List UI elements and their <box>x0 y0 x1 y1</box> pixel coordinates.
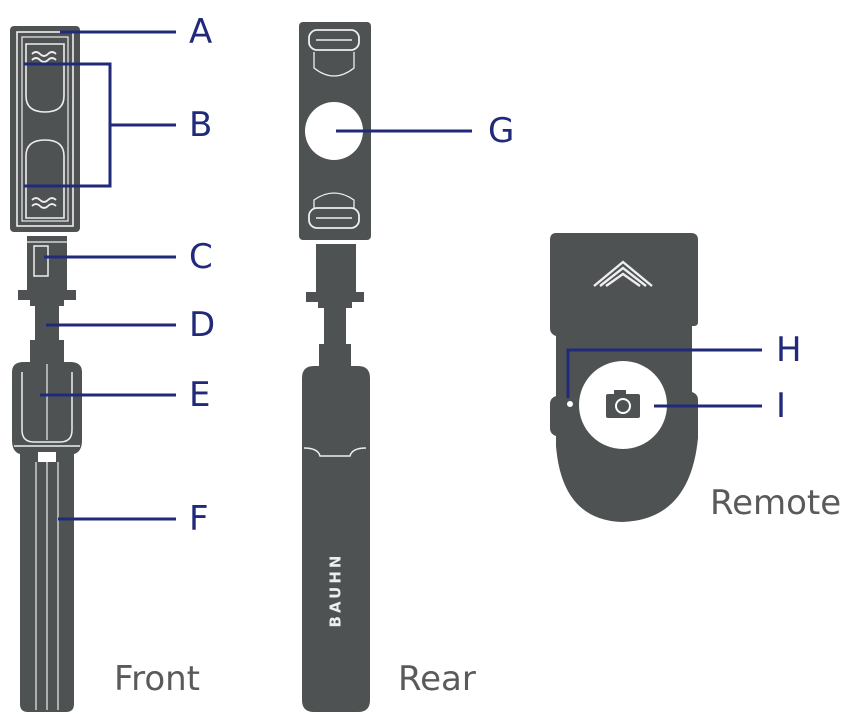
callout-g: G <box>488 111 515 151</box>
front-grip-pad-lower <box>25 139 65 219</box>
brand-logo: BAUHN <box>327 553 345 628</box>
rear-view: BAUHN <box>299 22 371 712</box>
front-view <box>10 26 82 712</box>
chevron-up-icon <box>593 260 653 287</box>
leader-lines <box>24 30 762 521</box>
callout-i: I <box>776 386 787 426</box>
caption-rear: Rear <box>398 659 476 699</box>
remote-indicator-light <box>567 401 573 407</box>
front-grip-pad-upper <box>25 43 65 113</box>
callout-e: E <box>189 375 211 415</box>
callout-f: F <box>189 499 209 539</box>
callout-d: D <box>189 305 216 345</box>
caption-remote: Remote <box>710 483 842 523</box>
callout-c: C <box>189 237 213 277</box>
leader-b <box>24 62 176 188</box>
front-hinge <box>27 236 67 290</box>
callout-b: B <box>189 105 213 145</box>
callout-a: A <box>189 12 213 52</box>
caption-front: Front <box>114 659 200 699</box>
remote-view <box>550 233 698 522</box>
leader-h <box>566 348 762 398</box>
rear-handle <box>302 366 370 712</box>
camera-icon <box>606 390 640 418</box>
rear-pole <box>324 308 346 344</box>
front-pole <box>35 306 59 340</box>
callout-h: H <box>776 330 802 370</box>
rear-circle-mount <box>305 102 363 160</box>
